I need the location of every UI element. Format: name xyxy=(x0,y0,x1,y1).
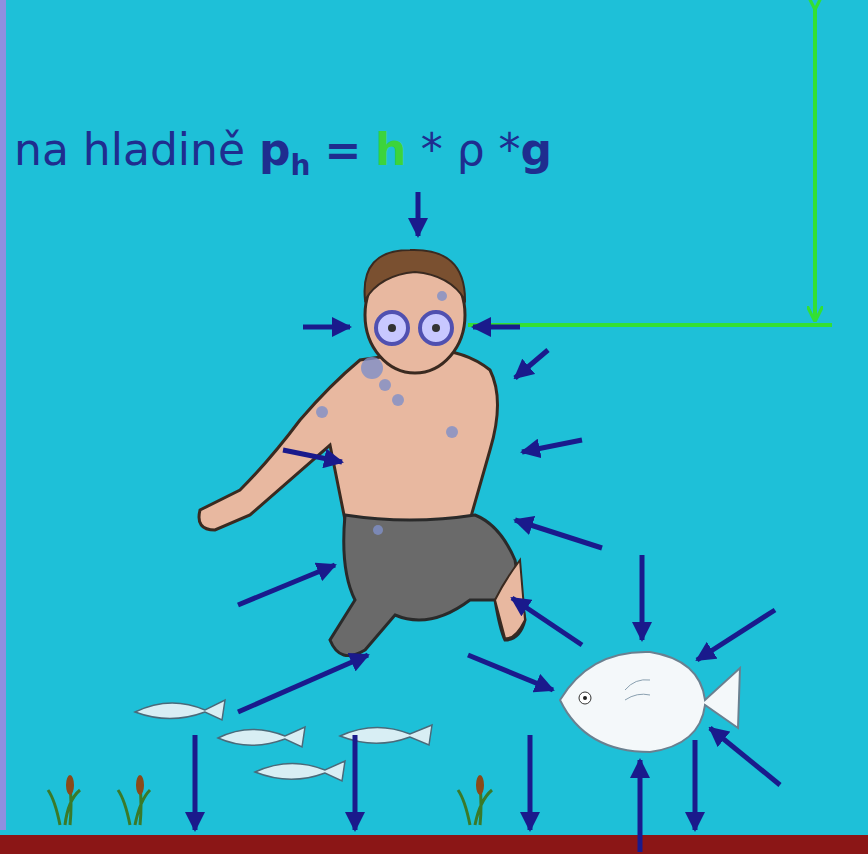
depth-symbol: h xyxy=(375,124,406,175)
fish xyxy=(560,652,740,752)
formula-symbol: * ρ * xyxy=(421,124,521,175)
pressure-formula: na hladiněph=h* ρ *g xyxy=(14,128,552,180)
formula-symbol: p xyxy=(259,124,291,175)
formula-subscript: h xyxy=(291,149,311,182)
formula-symbol: g xyxy=(521,124,553,175)
formula-symbol: = xyxy=(324,124,361,175)
swimmer xyxy=(199,250,525,656)
formula-text: na hladině xyxy=(14,124,245,175)
